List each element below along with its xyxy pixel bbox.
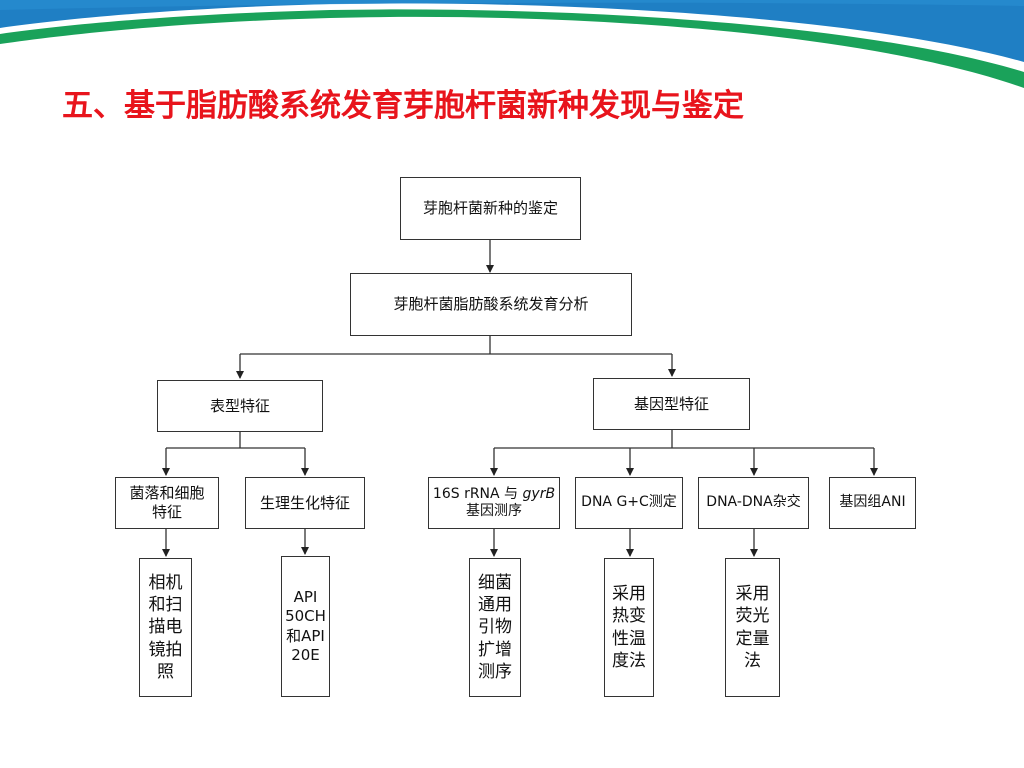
node-phenotype: 表型特征 <box>157 380 323 432</box>
node-physiological: 生理生化特征 <box>245 477 365 529</box>
node-16s-suffix: 基因测序 <box>465 503 522 519</box>
node-method-sem: 相机和扫描电镜拍照 <box>139 558 192 697</box>
header-banner <box>0 0 1024 88</box>
banner-blue-stripe <box>0 0 1024 62</box>
node-dna-dna-hybridization: DNA-DNA杂交 <box>698 477 809 529</box>
node-gyrb-gene: gyrB <box>522 485 556 502</box>
node-method-api: API 50CH和API 20E <box>281 556 330 697</box>
node-genotype: 基因型特征 <box>593 378 750 430</box>
node-16s-gyrb-text: 16S rRNA 与 gyrB 基因测序 <box>433 486 555 521</box>
banner-top-fade <box>0 0 1024 10</box>
slide-title: 五、基于脂肪酸系统发育芽胞杆菌新种发现与鉴定 <box>62 88 744 124</box>
node-method-primer-seq: 细菌通用引物扩增测序 <box>469 558 521 697</box>
node-root: 芽胞杆菌新种的鉴定 <box>400 177 581 240</box>
node-16s-prefix: 16S rRNA 与 <box>432 485 523 502</box>
node-genome-ani: 基因组ANI <box>829 477 916 529</box>
node-16s-gyrb: 16S rRNA 与 gyrB 基因测序 <box>428 477 560 529</box>
node-method-thermal: 采用热变性温度法 <box>604 558 654 697</box>
node-colony-cell: 菌落和细胞特征 <box>115 477 219 529</box>
node-method-fluorescence: 采用荧光定量法 <box>725 558 780 697</box>
node-gc-content: DNA G+C测定 <box>575 477 683 529</box>
node-fatty-acid-analysis: 芽胞杆菌脂肪酸系统发育分析 <box>350 273 632 336</box>
